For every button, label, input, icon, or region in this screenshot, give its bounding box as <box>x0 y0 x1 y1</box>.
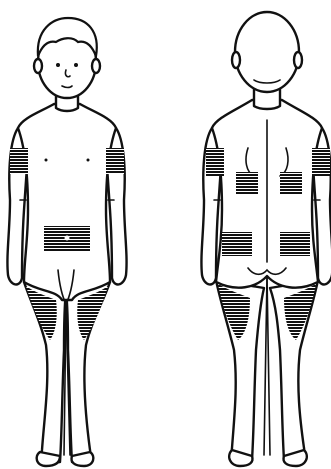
front-nipple-left <box>45 159 48 162</box>
front-eye-right <box>74 63 78 67</box>
figure-back <box>201 12 331 466</box>
front-ear-right <box>92 59 100 73</box>
back-leg-gap <box>264 276 267 455</box>
front-site-upper-arm-right <box>106 148 124 174</box>
back-site-upper-arm-left <box>206 148 224 176</box>
front-eye-left <box>56 63 60 67</box>
front-navel <box>65 236 70 241</box>
back-ear-left <box>232 52 240 68</box>
back-ear-right <box>294 52 302 68</box>
back-site-upper-arm-right <box>312 148 330 176</box>
back-leg-gap-2 <box>267 276 270 455</box>
back-site-upper-back-right <box>280 172 302 194</box>
back-site-lower-back-left <box>222 232 252 256</box>
front-site-upper-arm-left <box>10 148 28 174</box>
back-site-lower-back-right <box>280 232 310 256</box>
front-nipple-right <box>87 159 90 162</box>
back-site-upper-back-left <box>236 172 258 194</box>
back-head <box>235 12 299 92</box>
front-foot-left <box>37 452 60 466</box>
front-ear-left <box>34 59 42 73</box>
figure-front <box>7 18 126 466</box>
front-torso <box>18 104 116 300</box>
